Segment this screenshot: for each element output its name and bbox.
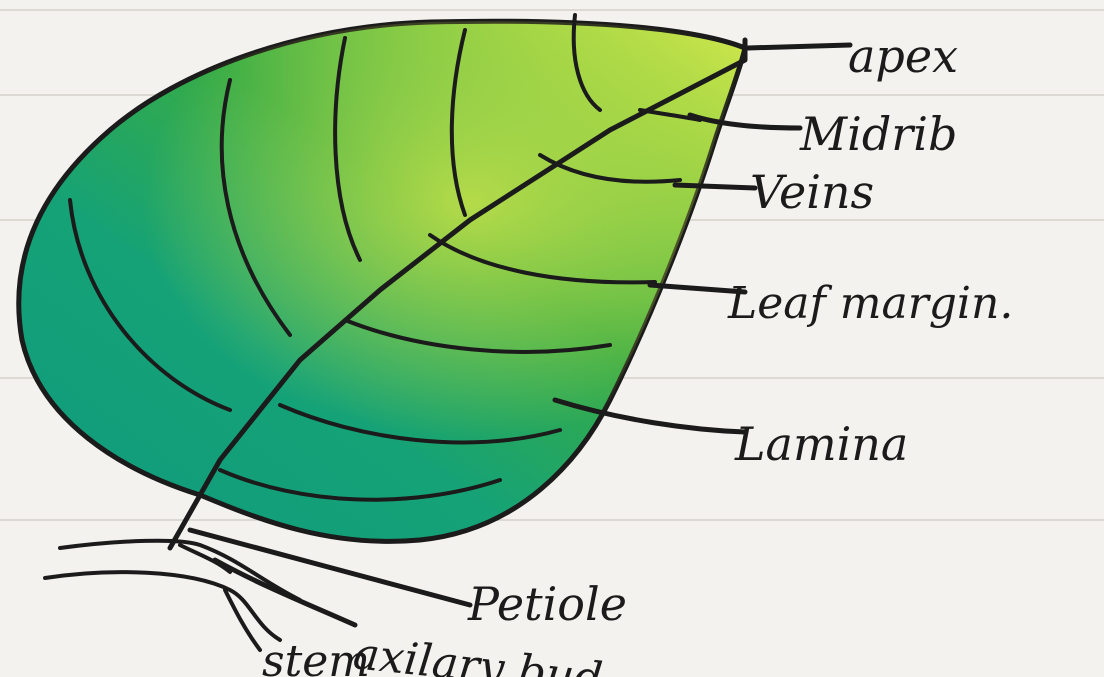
label-stem: stem (262, 636, 370, 677)
label-petiole: Petiole (467, 577, 627, 631)
label-leaf-margin: Leaf margin. (727, 278, 1013, 329)
label-lamina: Lamina (734, 417, 908, 471)
stem (45, 541, 300, 650)
label-midrib: Midrib (799, 107, 957, 161)
label-axillary-bud: axilary bud (351, 628, 605, 677)
label-veins: Veins (750, 165, 874, 219)
label-apex: apex (848, 29, 958, 83)
leader-apex (748, 45, 850, 48)
leader-veins (675, 185, 755, 188)
